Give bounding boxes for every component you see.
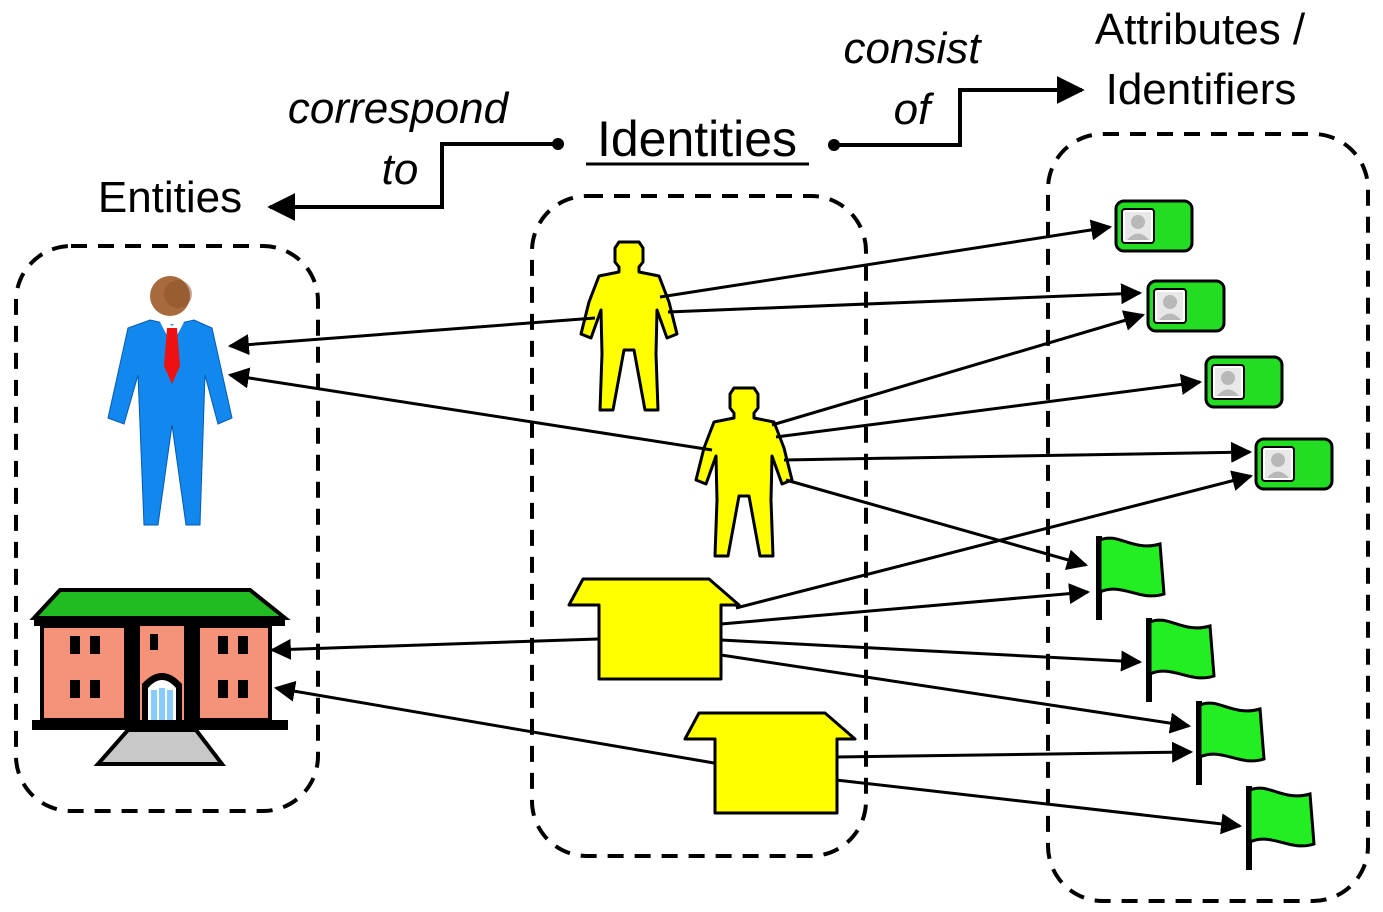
person-silhouette-icon xyxy=(694,386,794,558)
identity-attribute-arrow xyxy=(659,219,1113,299)
identity-attribute-arrow xyxy=(835,778,1243,835)
identities-label: Identities xyxy=(597,111,797,167)
identity-attribute-arrow xyxy=(720,653,1192,734)
flag-icon xyxy=(1244,784,1316,872)
identity-attribute-arrow xyxy=(783,441,1253,463)
entities-label: Entities xyxy=(98,173,242,222)
attributes-group xyxy=(1046,132,1370,903)
flag-icon xyxy=(1144,616,1216,704)
identity-attribute-arrow xyxy=(735,470,1254,610)
consist-of-label-line1: consist xyxy=(844,24,983,73)
correspond-to-label-line2: to xyxy=(382,145,419,194)
house-silhouette-icon xyxy=(567,577,741,681)
flag-icon xyxy=(1194,699,1266,787)
id-card-icon xyxy=(1254,437,1334,491)
identity-entity-arrow xyxy=(227,316,596,356)
identity-entity-arrow xyxy=(269,637,599,660)
identity-attribute-arrow xyxy=(835,741,1194,763)
identity-attribute-arrow xyxy=(771,310,1146,427)
identities-group xyxy=(530,194,868,858)
person-silhouette-icon xyxy=(579,240,679,412)
id-card-icon xyxy=(1146,279,1226,333)
id-card-icon xyxy=(1114,199,1194,253)
identity-entity-arrow xyxy=(273,680,715,765)
building-icon xyxy=(29,588,291,766)
identity-attribute-arrow xyxy=(785,478,1089,570)
id-card-icon xyxy=(1204,355,1284,409)
consist-of-arrow xyxy=(834,76,1085,147)
entities-group xyxy=(14,244,320,813)
businessman-icon xyxy=(107,276,233,526)
identity-entity-arrow xyxy=(227,367,713,452)
identity-attribute-arrow xyxy=(667,283,1143,314)
identity-attribute-arrow xyxy=(775,374,1203,439)
correspond-to-label-line1: correspond xyxy=(288,84,510,133)
identity-attribute-arrow xyxy=(720,638,1143,672)
correspond-to-arrow xyxy=(267,142,558,221)
flag-icon xyxy=(1094,534,1166,622)
attributes-label-line2: Identifiers xyxy=(1106,65,1297,114)
attributes-label-line1: Attributes / xyxy=(1095,5,1306,54)
consist-of-label-line2: of xyxy=(894,85,935,134)
identity-attribute-arrow xyxy=(720,583,1091,626)
